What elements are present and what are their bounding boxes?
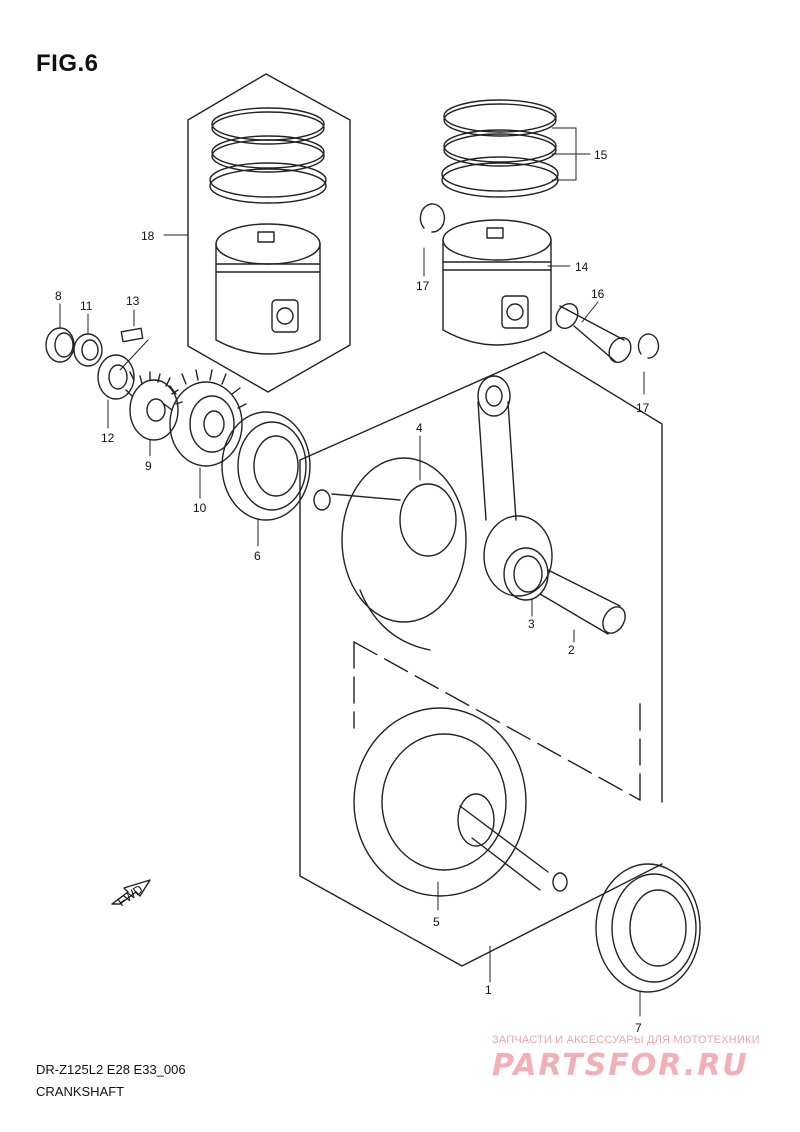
callout-13: 13 [126, 294, 140, 308]
callout-10: 10 [193, 501, 207, 515]
callout-4: 4 [416, 421, 423, 435]
callout-8: 8 [55, 289, 62, 303]
key-13 [120, 327, 144, 343]
piston-14 [442, 219, 552, 346]
callout-17-left: 17 [416, 279, 430, 293]
callout-18: 18 [141, 229, 155, 243]
oil-seal-8 [45, 327, 75, 363]
circlip-17-right [637, 333, 660, 359]
crankshaft-box [299, 351, 663, 967]
bearing-7 [595, 863, 701, 993]
callout-numbers: 1 2 3 4 5 6 7 8 9 10 11 12 13 14 15 16 1… [55, 148, 650, 1035]
callout-11: 11 [80, 299, 93, 313]
section-name: CRANKSHAFT [36, 1084, 125, 1099]
gear-9 [125, 371, 183, 441]
fwd-arrow-icon [111, 879, 151, 905]
callout-6: 6 [254, 549, 261, 563]
washer-12 [97, 354, 135, 400]
gear-10 [163, 369, 247, 467]
watermark-brand: PARTSFOR.RU [492, 1048, 749, 1083]
callout-16: 16 [591, 287, 605, 301]
callout-5: 5 [433, 915, 440, 929]
circlip-17-left [419, 203, 446, 233]
callout-12: 12 [101, 431, 115, 445]
callout-2: 2 [568, 643, 575, 657]
piston-pin-16 [555, 302, 632, 364]
callout-1: 1 [485, 983, 492, 997]
leader-lines [59, 127, 645, 1017]
bearing-6 [221, 411, 311, 521]
watermark: ЗАПЧАСТИ И АКСЕССУАРЫ ДЛЯ МОТОТЕХНИКИ PA… [492, 1034, 792, 1083]
nut-11 [73, 333, 103, 367]
figure-title: FIG.6 [36, 50, 99, 77]
crank-web-upper [313, 457, 467, 651]
callout-9: 9 [145, 459, 152, 473]
watermark-subtitle: ЗАПЧАСТИ И АКСЕССУАРЫ ДЛЯ МОТОТЕХНИКИ [492, 1034, 760, 1046]
crank-pin-2 [539, 569, 626, 635]
connecting-rod [477, 375, 553, 597]
piston-18 [215, 223, 321, 355]
piston-rings-18 [209, 107, 327, 204]
piston-rings-15 [441, 99, 559, 198]
piston-set-box [187, 73, 351, 393]
needle-bearing-3 [503, 547, 549, 601]
callout-17-right: 17 [636, 401, 650, 415]
callout-3: 3 [528, 617, 535, 631]
model-code: DR-Z125L2 E28 E33_006 [36, 1062, 186, 1077]
callout-7: 7 [635, 1021, 642, 1035]
callout-14: 14 [575, 260, 589, 274]
callout-15: 15 [594, 148, 608, 162]
crank-web-lower [353, 707, 568, 897]
